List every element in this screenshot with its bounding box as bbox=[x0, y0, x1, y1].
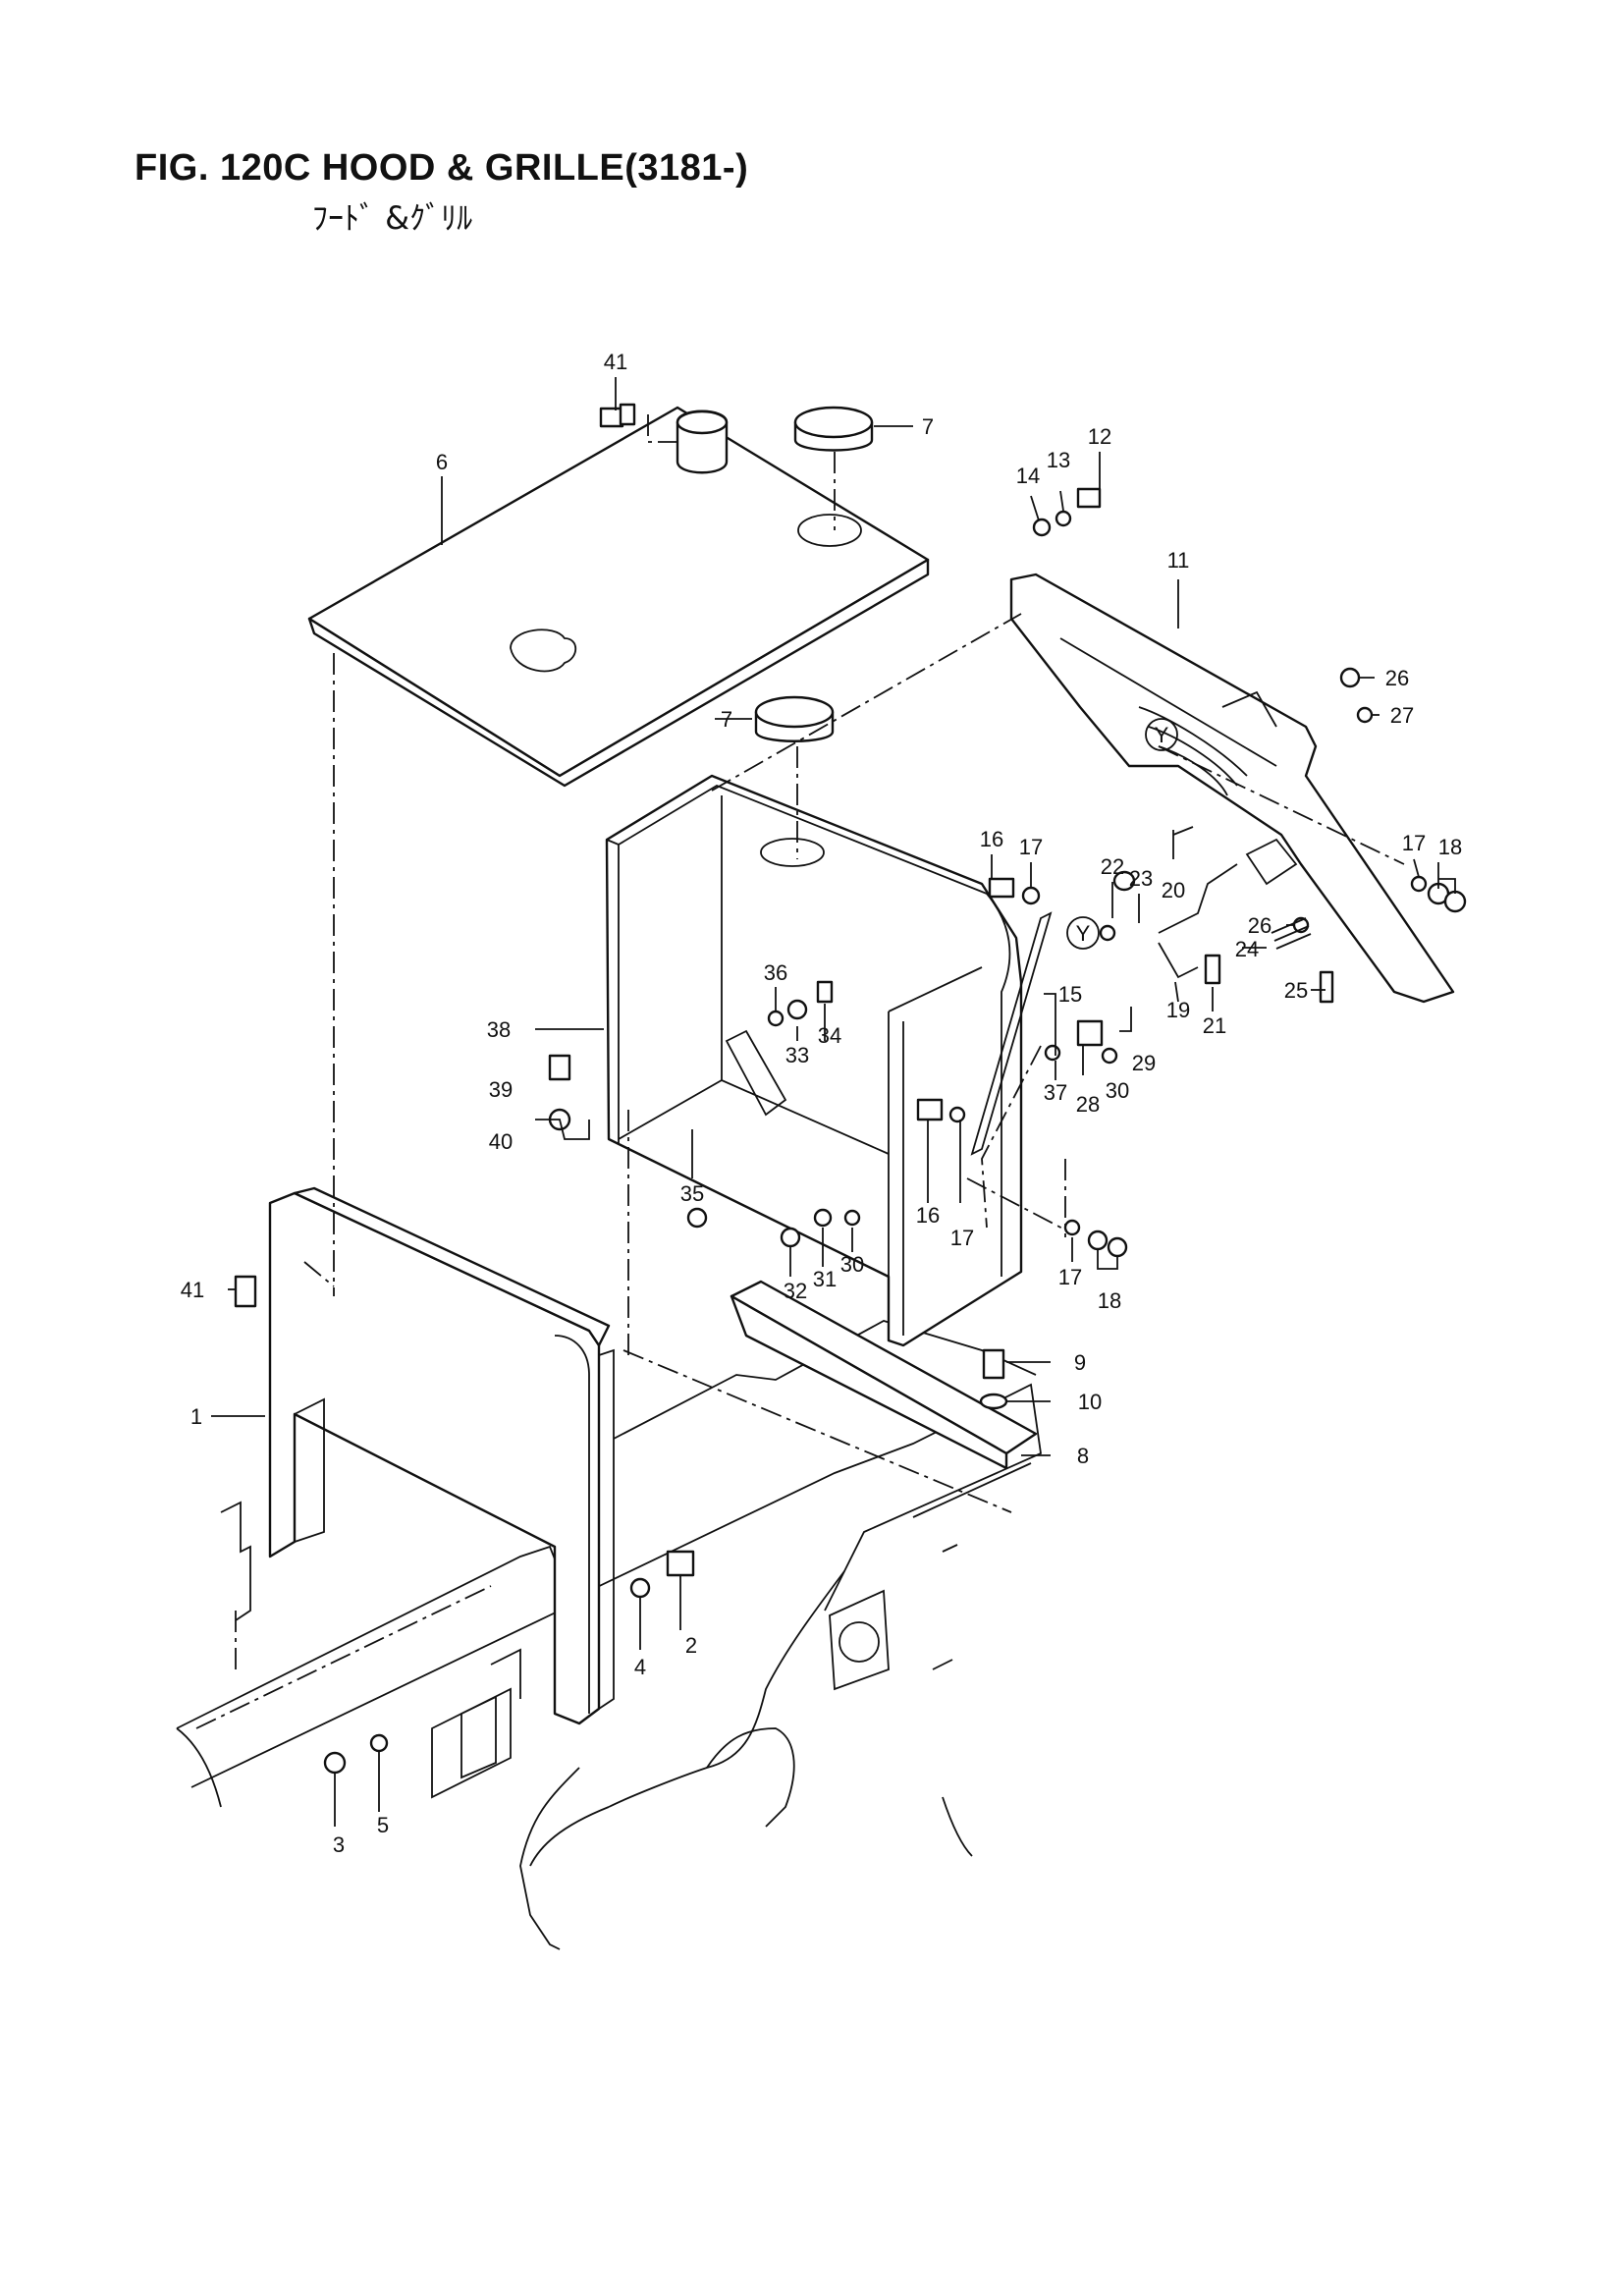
callout-29: 29 bbox=[1132, 1051, 1156, 1075]
callout-41-left: 41 bbox=[181, 1278, 204, 1302]
callout-30-lower: 30 bbox=[840, 1252, 864, 1277]
callout-17-lower: 17 bbox=[1058, 1265, 1082, 1289]
cap-lower bbox=[754, 695, 835, 742]
callout-30-upper: 30 bbox=[1106, 1078, 1129, 1103]
callout-17-right: 17 bbox=[1402, 831, 1426, 855]
callout-40: 40 bbox=[489, 1129, 513, 1154]
callout-35: 35 bbox=[680, 1181, 704, 1206]
callout-14: 14 bbox=[1016, 464, 1040, 488]
callout-27: 27 bbox=[1390, 703, 1414, 728]
svg-text:Y: Y bbox=[1076, 921, 1091, 946]
callout-5: 5 bbox=[377, 1813, 389, 1837]
callout-32: 32 bbox=[784, 1279, 807, 1303]
callout-11: 11 bbox=[1167, 548, 1190, 573]
svg-text:Y: Y bbox=[1155, 723, 1169, 747]
callout-41-top: 41 bbox=[604, 350, 627, 374]
callout-31: 31 bbox=[813, 1267, 837, 1291]
callout-18-upper: 18 bbox=[1438, 835, 1462, 859]
callout-16-upper: 16 bbox=[980, 827, 1003, 851]
callout-15: 15 bbox=[1058, 982, 1082, 1007]
callout-33: 33 bbox=[785, 1043, 809, 1067]
callout-34: 34 bbox=[818, 1023, 841, 1048]
callout-17-upper: 17 bbox=[1019, 835, 1043, 859]
view-marker-y: Y Y bbox=[1066, 718, 1178, 950]
callout-6: 6 bbox=[436, 450, 448, 474]
callout-13: 13 bbox=[1047, 448, 1070, 472]
callout-12: 12 bbox=[1088, 424, 1111, 449]
hood-top-plate bbox=[307, 406, 930, 788]
hood-body bbox=[605, 774, 1023, 1347]
callout-numbers: 41 7 6 12 13 14 11 26 27 7 16 17 22 23 2… bbox=[181, 350, 1462, 1857]
callout-21: 21 bbox=[1203, 1013, 1226, 1038]
callout-4: 4 bbox=[634, 1655, 646, 1679]
callout-3: 3 bbox=[333, 1832, 345, 1857]
hardware bbox=[234, 403, 1467, 1775]
callout-22: 22 bbox=[1101, 854, 1124, 879]
assembly-lines bbox=[195, 414, 1405, 1729]
callout-leaders bbox=[211, 377, 1456, 1827]
callout-20: 20 bbox=[1162, 878, 1185, 902]
callout-36: 36 bbox=[764, 960, 787, 985]
callout-25: 25 bbox=[1284, 978, 1308, 1003]
callout-19: 19 bbox=[1166, 998, 1190, 1022]
latch-assembly bbox=[1158, 826, 1298, 979]
callout-7-lower: 7 bbox=[721, 707, 732, 732]
callout-2: 2 bbox=[685, 1633, 697, 1658]
callout-23: 23 bbox=[1129, 866, 1153, 891]
callout-7-top: 7 bbox=[922, 414, 934, 439]
callout-37: 37 bbox=[1044, 1080, 1067, 1105]
grille-frame bbox=[268, 1186, 615, 1725]
callout-18-lower: 18 bbox=[1098, 1288, 1121, 1313]
bottom-bracket bbox=[730, 1280, 1038, 1470]
figure-subtitle: ﾌｰﾄﾞ &ｸﾞﾘﾙ bbox=[312, 199, 473, 237]
callout-39: 39 bbox=[489, 1077, 513, 1102]
gas-spring bbox=[970, 911, 1053, 1156]
callout-1: 1 bbox=[190, 1404, 202, 1429]
callout-10: 10 bbox=[1078, 1390, 1102, 1414]
callout-24: 24 bbox=[1235, 937, 1259, 961]
callout-8: 8 bbox=[1077, 1444, 1089, 1468]
callout-16-lower: 16 bbox=[916, 1203, 940, 1228]
callout-26-lower: 26 bbox=[1248, 913, 1271, 938]
figure-title: FIG. 120C HOOD & GRILLE(3181-) bbox=[135, 147, 749, 189]
callout-28: 28 bbox=[1076, 1092, 1100, 1117]
cap-upper bbox=[793, 406, 874, 452]
callout-17-mid: 17 bbox=[950, 1226, 974, 1250]
callout-38: 38 bbox=[487, 1017, 511, 1042]
callout-26-upper: 26 bbox=[1385, 666, 1409, 690]
callout-9: 9 bbox=[1074, 1350, 1086, 1375]
